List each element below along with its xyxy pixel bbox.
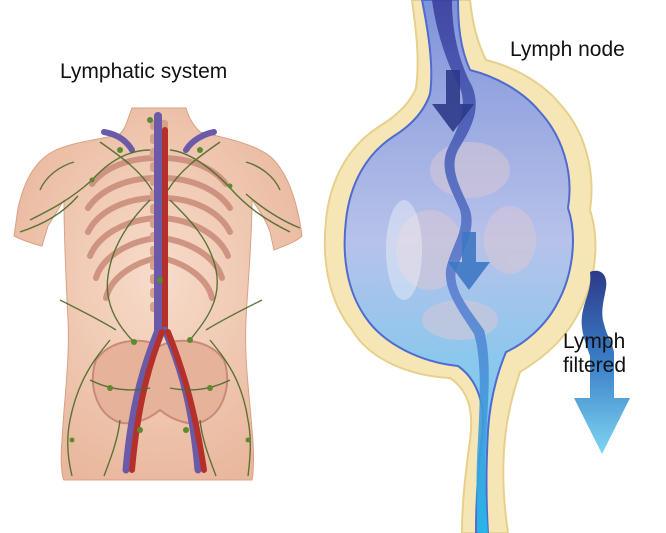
pelvis (91, 339, 229, 425)
torso-illustration (13, 107, 303, 481)
flow-arrows (432, 70, 490, 290)
lymph-node-illustration (323, 0, 597, 533)
flow-arrow-middle-icon (448, 232, 490, 290)
blood-vessels (101, 112, 217, 474)
flow-arrow-top-icon (432, 70, 474, 132)
lymph-filtered-label: Lymph filtered (563, 330, 626, 378)
lymphatic-system-label: Lymphatic system (60, 60, 228, 83)
lymph-filtered-arrow-icon (574, 270, 630, 454)
lymph-flow-channel (432, 0, 489, 533)
lymph-filtered-arrow (574, 270, 630, 454)
lymphatic-vessels (19, 141, 301, 477)
lymph-nodes-small (69, 117, 251, 443)
lymph-filtered-label-line1: Lymph (563, 330, 626, 353)
lymph-node-label: Lymph node (510, 38, 625, 61)
node-highlight (386, 200, 422, 300)
lymph-filtered-label-line2: filtered (563, 354, 627, 377)
